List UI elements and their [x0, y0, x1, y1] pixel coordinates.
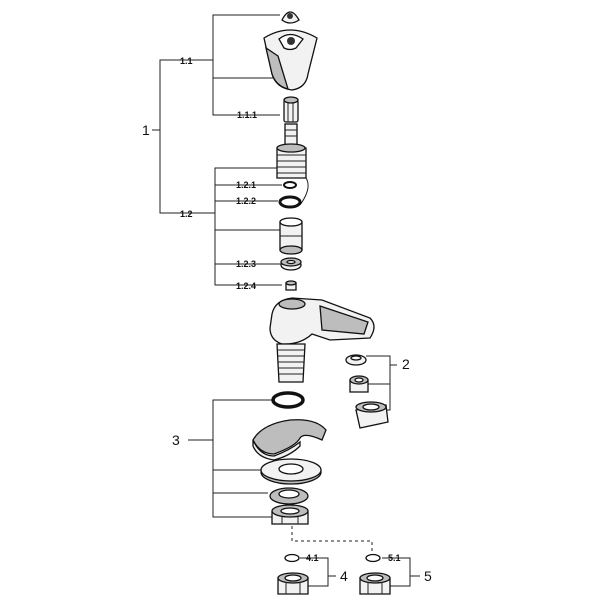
label-3: 3	[172, 432, 180, 448]
label-5: 5	[424, 568, 432, 584]
label-4: 4	[340, 568, 348, 584]
label-1-1-1: 1.1.1	[237, 110, 257, 120]
cover-cap-part	[281, 11, 300, 24]
aerator-insert-part	[349, 375, 369, 393]
back-nut-part	[271, 504, 309, 525]
tap-washer-5-part	[365, 553, 381, 563]
part-labels: 1 1.1 1.1.1 1.2 1.2.1 1.2.2 1.2.3 1.2.4 …	[142, 56, 432, 584]
valve-sleeve-part	[279, 217, 303, 255]
flange-plate-part	[260, 458, 322, 485]
union-nut-5-part	[359, 572, 391, 595]
spline-adapter-part	[283, 96, 299, 123]
tap-washer-4-part	[284, 553, 300, 563]
label-1: 1	[142, 122, 150, 138]
screw-nut-part	[285, 280, 297, 291]
tap-body-part	[269, 297, 375, 383]
union-nut-4-part	[277, 572, 309, 595]
label-1-2-2: 1.2.2	[236, 196, 256, 206]
handle-knob-part	[263, 29, 318, 91]
aerator-housing-part	[355, 401, 389, 429]
label-1-2-1: 1.2.1	[236, 180, 256, 190]
o-ring-large-part	[278, 195, 302, 209]
label-4-1: 4.1	[306, 553, 319, 563]
label-5-1: 5.1	[388, 553, 401, 563]
o-ring-small-part	[283, 181, 297, 189]
valve-headpart-part	[276, 123, 307, 179]
horseshoe-washer-part	[252, 419, 327, 461]
label-1-2-3: 1.2.3	[236, 259, 256, 269]
aerator-washer-part	[345, 354, 367, 366]
seal-ring-part	[271, 391, 305, 409]
label-1-2-4: 1.2.4	[236, 281, 256, 291]
washer-ring-part	[269, 487, 309, 505]
label-1-2: 1.2	[180, 209, 193, 219]
label-2: 2	[402, 356, 410, 372]
washer-part	[280, 257, 302, 271]
label-1-1: 1.1	[180, 56, 193, 66]
